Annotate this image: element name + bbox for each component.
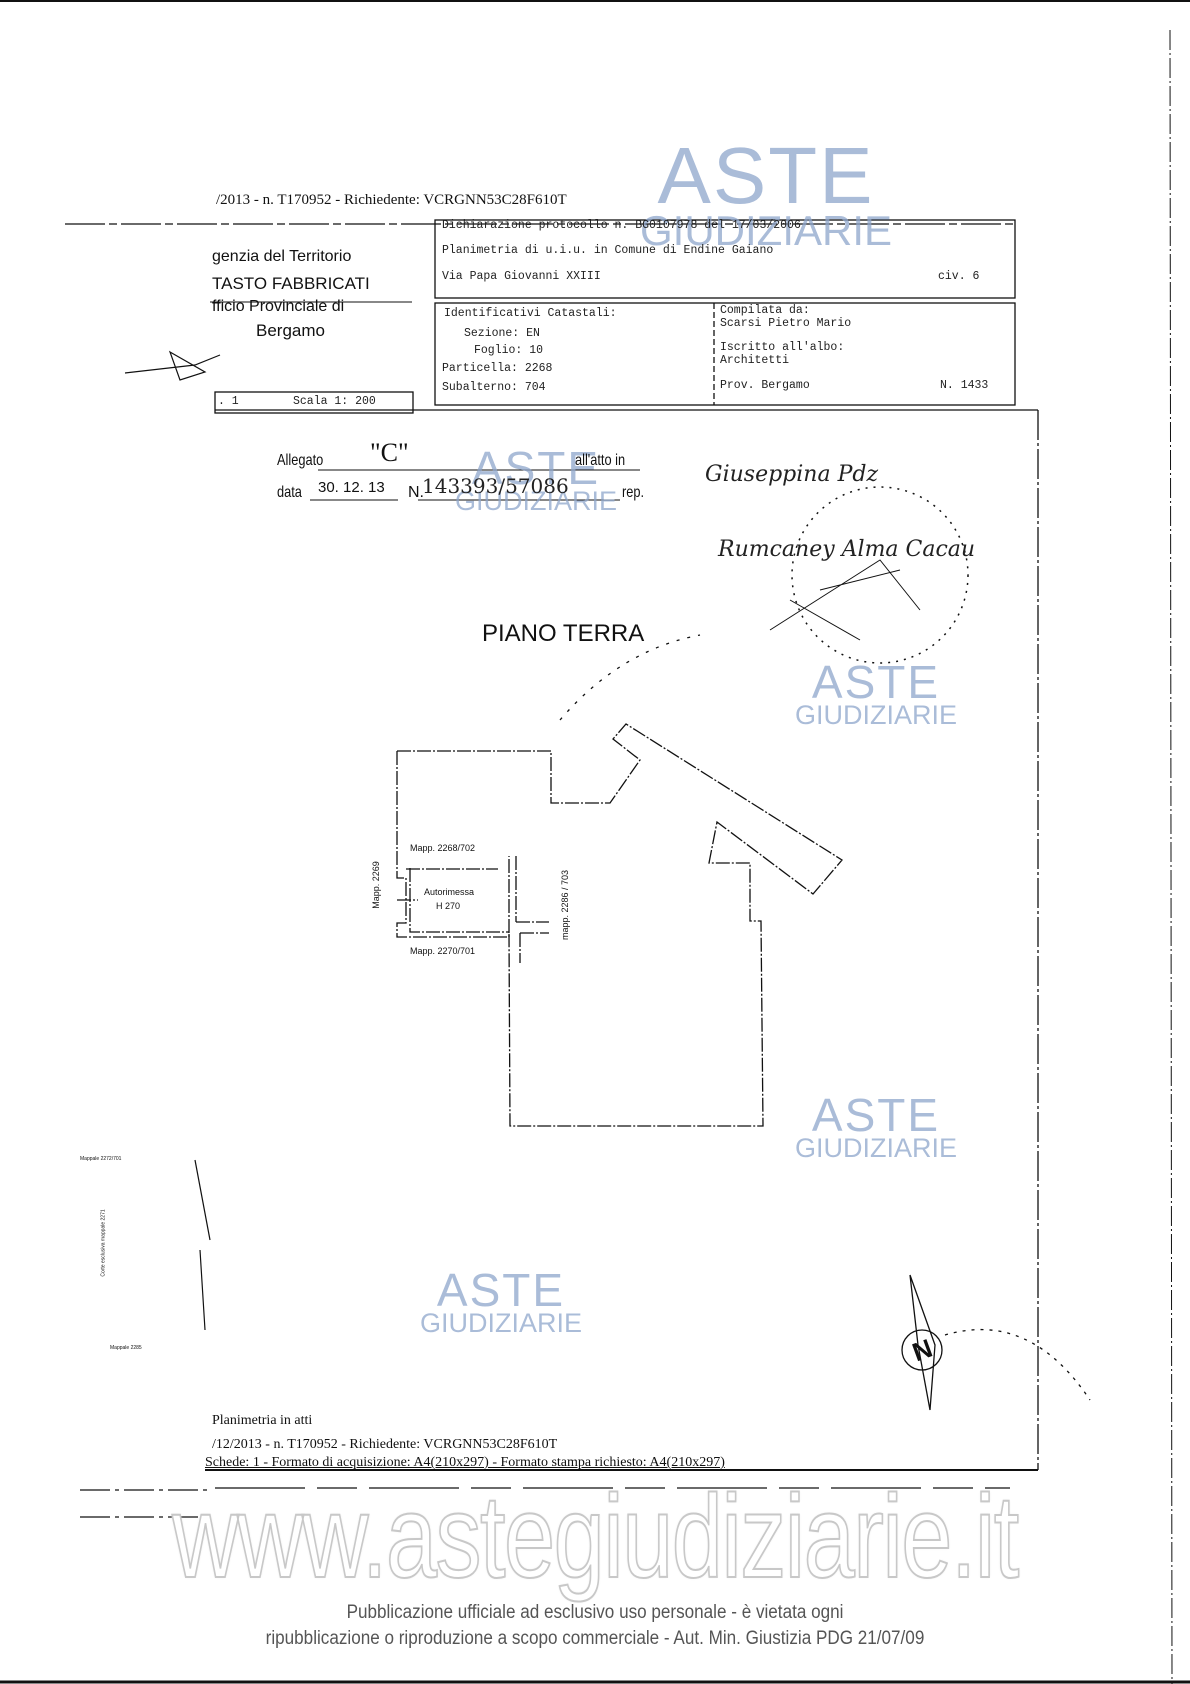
watermark-text: ASTE <box>436 1264 566 1316</box>
watermark-aste: ASTE GIUDIZIARIE <box>795 656 958 731</box>
watermark-text: GIUDIZIARIE <box>795 700 958 731</box>
room-height: H 270 <box>436 901 461 911</box>
plan-title: PIANO TERRA <box>482 620 645 647</box>
footer-line-2: /12/2013 - n. T170952 - Richiedente: VCR… <box>212 1437 558 1452</box>
garage-outer <box>396 751 510 938</box>
fragment-label: Corte esclusiva mappale 2271 <box>100 1209 107 1277</box>
watermark-text: GIUDIZIARIE <box>795 1133 958 1164</box>
n-label: N. <box>408 484 424 501</box>
watermark-aste: ASTE GIUDIZIARIE <box>420 1264 583 1339</box>
fragment-label: Mappale 2285 <box>110 1345 142 1351</box>
footer-line-3: Schede: 1 - Formato di acquisizione: A4(… <box>205 1455 725 1470</box>
address-text: Via Papa Giovanni XXIII <box>442 270 601 283</box>
room-label: Autorimessa <box>424 887 475 897</box>
subalterno: Subalterno: 704 <box>442 381 546 394</box>
notice-line-2: ripubblicazione o riproduzione a scopo c… <box>265 1628 925 1649</box>
watermark-text: ASTE <box>657 131 875 220</box>
registration-number: N. 1433 <box>940 379 989 392</box>
footer-line-1: Planimetria in atti <box>212 1413 313 1428</box>
label-east-parcel: mapp. 2286 / 703 <box>560 869 571 941</box>
signature-1: Giuseppina Pdz <box>705 462 879 487</box>
watermark-text: ASTE <box>471 442 601 494</box>
label-north-parcel: Mapp. 2268/702 <box>410 843 476 853</box>
watermark-aste: ASTE GIUDIZIARIE <box>640 131 893 254</box>
fragment-line <box>199 1249 206 1331</box>
watermark-aste: ASTE GIUDIZIARIE <box>455 442 618 517</box>
register: Architetti <box>720 354 790 367</box>
watermark-text: GIUDIZIARIE <box>455 486 618 517</box>
garage-inner <box>409 868 509 933</box>
building-outline <box>397 723 843 1127</box>
watermark-aste: ASTE GIUDIZIARIE <box>795 1089 958 1164</box>
scale-box <box>214 391 414 414</box>
watermark-text: ASTE <box>811 656 941 708</box>
request-line: /2013 - n. T170952 - Richiedente: VCRGNN… <box>216 192 567 208</box>
agency-line: TASTO FABBRICATI <box>212 274 370 293</box>
agency-line: fficio Provinciale di <box>212 298 345 315</box>
data-label: data <box>277 484 302 501</box>
label-south-parcel: Mapp. 2270/701 <box>410 946 476 956</box>
north-arrow-icon <box>901 1274 1091 1411</box>
rep-label: rep. <box>622 484 645 501</box>
atto-label: all'atto in <box>575 452 626 469</box>
floor-plan <box>396 723 843 1127</box>
province: Prov. Bergamo <box>720 379 810 392</box>
compiled-by: Scarsi Pietro Mario <box>720 317 852 330</box>
site-watermark: www.astegiudiziarie.it <box>171 1471 1020 1603</box>
signature-2: Rumcaney Alma Cacau <box>718 537 976 562</box>
allegato-value: "C" <box>370 438 409 467</box>
civic-text: civ. 6 <box>938 270 980 283</box>
stamp-emblem <box>769 559 921 641</box>
watermark-text: ASTE <box>811 1089 941 1141</box>
sheet-number: . 1 <box>218 395 239 408</box>
agency-line: genzia del Territorio <box>212 248 352 265</box>
official-stamp <box>791 486 969 664</box>
watermark-text: GIUDIZIARIE <box>640 207 893 254</box>
right-border <box>1169 29 1173 1684</box>
annex-date: 30. 12. 13 <box>318 479 385 496</box>
notice-line-1: Pubblicazione ufficiale ad esclusivo uso… <box>346 1602 844 1623</box>
annex-number: 143393/57086 <box>422 474 569 498</box>
watermark-text: GIUDIZIARIE <box>420 1308 583 1339</box>
scale: Scala 1: 200 <box>293 395 376 408</box>
label-west-parcel: Mapp. 2269 <box>370 861 381 909</box>
identifiers-box <box>434 302 1016 406</box>
allegato-label: Allegato <box>277 452 324 469</box>
declaration-box <box>434 219 1016 299</box>
declaration-text: Dichiarazione protocollo n. BG0107978 de… <box>442 219 801 232</box>
particella: Particella: 2268 <box>442 362 553 375</box>
compiled-by-label: Compilata da: <box>720 304 810 317</box>
foglio: Foglio: 10 <box>474 344 544 357</box>
fragment-line <box>194 1159 211 1241</box>
fragment-label: Mappale 2272/701 <box>80 1156 122 1162</box>
identifiers-title: Identificativi Catastali: <box>444 307 617 320</box>
agency-city: Bergamo <box>256 321 325 340</box>
planimetry-text: Planimetria di u.i.u. in Comune di Endin… <box>442 244 774 257</box>
register-label: Iscritto all'albo: <box>720 341 845 354</box>
sezione: Sezione: EN <box>464 327 540 340</box>
compass-top-left-icon <box>124 350 221 381</box>
